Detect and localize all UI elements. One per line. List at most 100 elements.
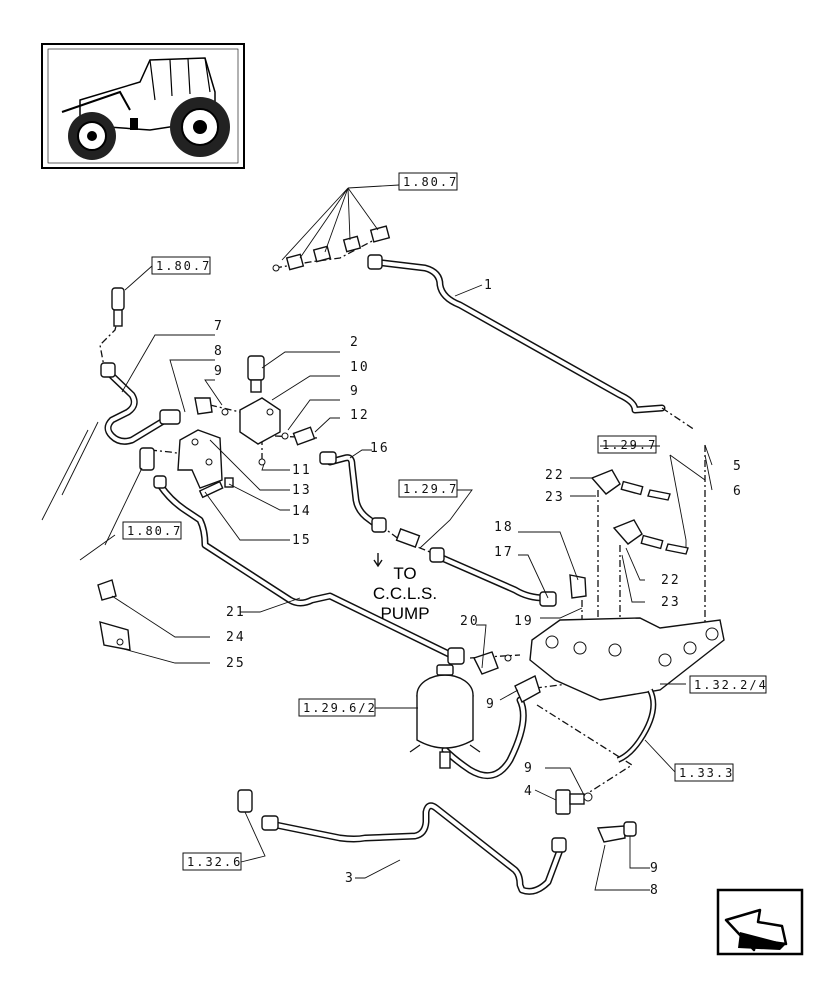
- leader-line: [240, 597, 301, 613]
- callout-9: 9: [214, 364, 224, 379]
- leader-line: [454, 284, 483, 297]
- leader-line: [240, 811, 266, 863]
- leader-line: [349, 449, 372, 459]
- pipe-17: [438, 554, 549, 602]
- dash-line: [661, 407, 696, 431]
- leader-line: [169, 359, 215, 413]
- callout-4: 4: [524, 784, 534, 799]
- leader-line: [261, 351, 340, 369]
- svg-text:TO: TO: [393, 564, 416, 583]
- leader-line: [124, 265, 153, 291]
- leader-line: [228, 483, 290, 511]
- leader-line: [545, 767, 585, 796]
- dash-line: [536, 704, 634, 796]
- coupler-left: [139, 447, 167, 489]
- svg-text:1.33.3: 1.33.3: [679, 766, 734, 780]
- leader-line: [594, 844, 650, 891]
- callout-6: 6: [733, 484, 743, 499]
- part-10-block: [239, 397, 281, 445]
- leader-line: [261, 463, 290, 471]
- callout-8: 8: [650, 883, 660, 898]
- reference-box: 1.32.6: [182, 852, 242, 871]
- part-4-tee: [551, 789, 593, 853]
- part-9-washer: [281, 432, 289, 440]
- callout-10: 10: [350, 360, 370, 375]
- callout-19: 19: [514, 614, 534, 629]
- leader-line: [281, 184, 400, 261]
- coupler-top-left: [100, 287, 125, 378]
- leader-line: [111, 595, 210, 638]
- part-18-elbow: [539, 574, 587, 607]
- reference-box: 1.29.6/2: [298, 698, 376, 717]
- reference-box: 1.32.2/4: [689, 675, 768, 694]
- svg-text:1.32.6: 1.32.6: [187, 855, 242, 869]
- callout-7: 7: [214, 319, 224, 334]
- callout-22: 22: [545, 468, 565, 483]
- leader-line: [287, 399, 340, 431]
- callout-20: 20: [460, 614, 480, 629]
- part-3-coupler: [237, 789, 279, 831]
- callout-13: 13: [292, 483, 312, 498]
- part-22-elbow: [612, 519, 689, 555]
- part-22-elbow: [590, 469, 671, 501]
- pipe-16: [326, 454, 382, 530]
- part-13-bracket: [177, 429, 223, 489]
- arrow-down-icon: [373, 553, 383, 568]
- leader-line: [271, 375, 340, 401]
- oil-tank: [409, 664, 481, 769]
- callout-23: 23: [661, 595, 681, 610]
- callout-5: 5: [733, 459, 743, 474]
- svg-text:C.C.L.S.: C.C.L.S.: [373, 584, 437, 603]
- leader-line: [669, 454, 687, 548]
- reference-box: 1.29.7: [597, 435, 657, 454]
- svg-text:1.29.7: 1.29.7: [602, 438, 657, 452]
- pipe-21: [156, 481, 459, 661]
- reference-box: 1.80.7: [151, 256, 211, 275]
- callout-15: 15: [292, 533, 312, 548]
- leader-line: [669, 454, 706, 481]
- callout-24: 24: [226, 630, 246, 645]
- ccls-pump-note: TO C.C.L.S. PUMP: [373, 564, 437, 623]
- leader-line: [540, 607, 583, 619]
- ccls-fitting: [371, 517, 445, 563]
- leader-line: [499, 689, 519, 701]
- callout-1: 1: [484, 278, 494, 293]
- part-24-clip: [97, 579, 117, 601]
- leader-line: [704, 454, 713, 491]
- part-11-washer: [258, 458, 266, 466]
- leader-line: [518, 531, 579, 581]
- callout-9: 9: [650, 861, 660, 876]
- tank-hose: [441, 696, 527, 780]
- leader-line: [419, 489, 473, 549]
- next-page-arrow-icon[interactable]: [716, 888, 804, 956]
- svg-text:1.32.2/4: 1.32.2/4: [694, 678, 768, 692]
- callout-14: 14: [292, 504, 312, 519]
- svg-text:1.80.7: 1.80.7: [127, 524, 182, 538]
- callout-9: 9: [350, 384, 360, 399]
- pipe-7: [104, 368, 169, 445]
- leader-line: [629, 836, 650, 869]
- leader-line: [534, 789, 557, 801]
- reference-box: 1.80.7: [122, 521, 182, 540]
- leader-line: [625, 547, 645, 581]
- part-12-fitting: [292, 426, 337, 465]
- leader-line: [355, 859, 401, 879]
- part-25-bracket: [99, 621, 131, 651]
- svg-text:PUMP: PUMP: [380, 604, 429, 623]
- leader-line: [121, 334, 215, 393]
- leader-line: [119, 647, 210, 664]
- leader-line: [621, 554, 645, 603]
- leader-line: [704, 444, 713, 466]
- control-valve-block: [529, 617, 725, 763]
- leader-line: [104, 467, 143, 546]
- callout-12: 12: [350, 408, 370, 423]
- callout-22: 22: [661, 573, 681, 588]
- callout-23: 23: [545, 490, 565, 505]
- part-tank-fitting: [514, 675, 541, 703]
- dash-line: [469, 654, 521, 659]
- callout-9: 9: [524, 761, 534, 776]
- part-8-elbow: [596, 821, 637, 843]
- reference-box: 1.29.7: [398, 479, 458, 498]
- leader-line: [204, 379, 223, 406]
